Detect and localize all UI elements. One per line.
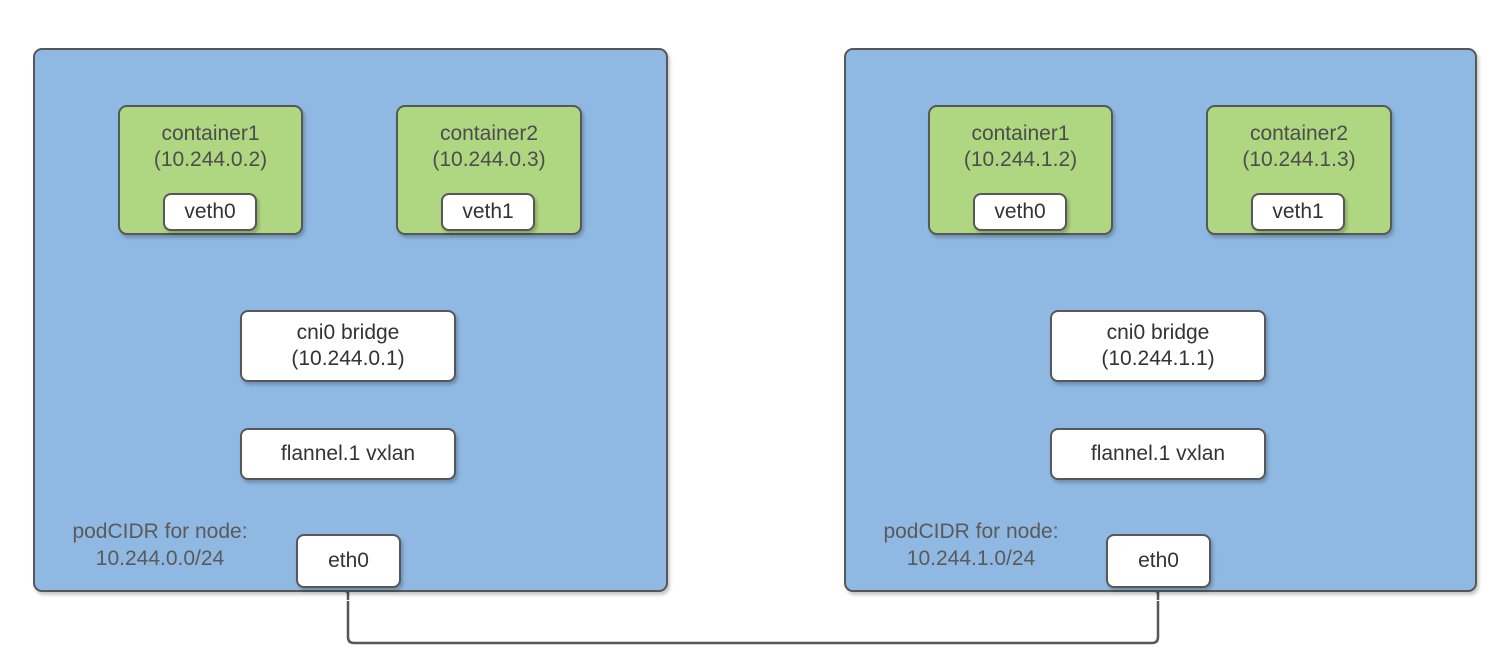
container-name: container2: [1249, 122, 1349, 145]
cni0-bridge-box-right: cni0 bridge (10.244.1.1): [1050, 310, 1266, 382]
veth-box-left-1: veth0: [163, 193, 257, 231]
veth-box-right-2: veth1: [1251, 193, 1345, 231]
veth-label: veth0: [184, 200, 236, 223]
flannel-vxlan-label: flannel.1 vxlan: [1090, 442, 1226, 465]
podcidr-caption-line2: 10.244.1.0/24: [906, 547, 1036, 570]
podcidr-caption-right: podCIDR for node: 10.244.1.0/24: [866, 518, 1076, 572]
container-box-right-2: container2 (10.244.1.3): [1206, 105, 1392, 235]
flannel-vxlan-box-right: flannel.1 vxlan: [1050, 428, 1266, 480]
veth-box-left-2: veth1: [441, 193, 535, 231]
cni0-bridge-label: cni0 bridge: [1106, 321, 1210, 344]
eth0-label: eth0: [328, 549, 369, 572]
eth0-box-left: eth0: [296, 534, 401, 588]
cni0-bridge-label: cni0 bridge: [296, 321, 400, 344]
veth-label: veth1: [462, 200, 514, 223]
container-ip: (10.244.1.2): [963, 148, 1078, 171]
veth-label: veth0: [994, 200, 1046, 223]
container-name: container1: [161, 122, 260, 145]
container-name: container2: [439, 122, 539, 145]
eth0-box-right: eth0: [1106, 534, 1211, 588]
cni0-bridge-ip: (10.244.0.1): [291, 347, 405, 370]
container-name: container1: [971, 122, 1070, 145]
flannel-vxlan-box-left: flannel.1 vxlan: [240, 428, 456, 480]
container-ip: (10.244.0.2): [153, 148, 268, 171]
container-ip: (10.244.1.3): [1242, 148, 1356, 171]
flannel-vxlan-label: flannel.1 vxlan: [280, 442, 416, 465]
podcidr-caption-left: podCIDR for node: 10.244.0.0/24: [55, 518, 265, 572]
veth-box-right-1: veth0: [973, 193, 1067, 231]
container-ip: (10.244.0.3): [432, 148, 546, 171]
podcidr-caption-line2: 10.244.0.0/24: [95, 547, 225, 570]
cni0-bridge-ip: (10.244.1.1): [1101, 347, 1215, 370]
veth-label: veth1: [1272, 200, 1324, 223]
podcidr-caption-line1: podCIDR for node:: [883, 520, 1059, 543]
podcidr-caption-line1: podCIDR for node:: [72, 520, 248, 543]
cni0-bridge-box-left: cni0 bridge (10.244.0.1): [240, 310, 456, 382]
eth0-label: eth0: [1138, 549, 1179, 572]
